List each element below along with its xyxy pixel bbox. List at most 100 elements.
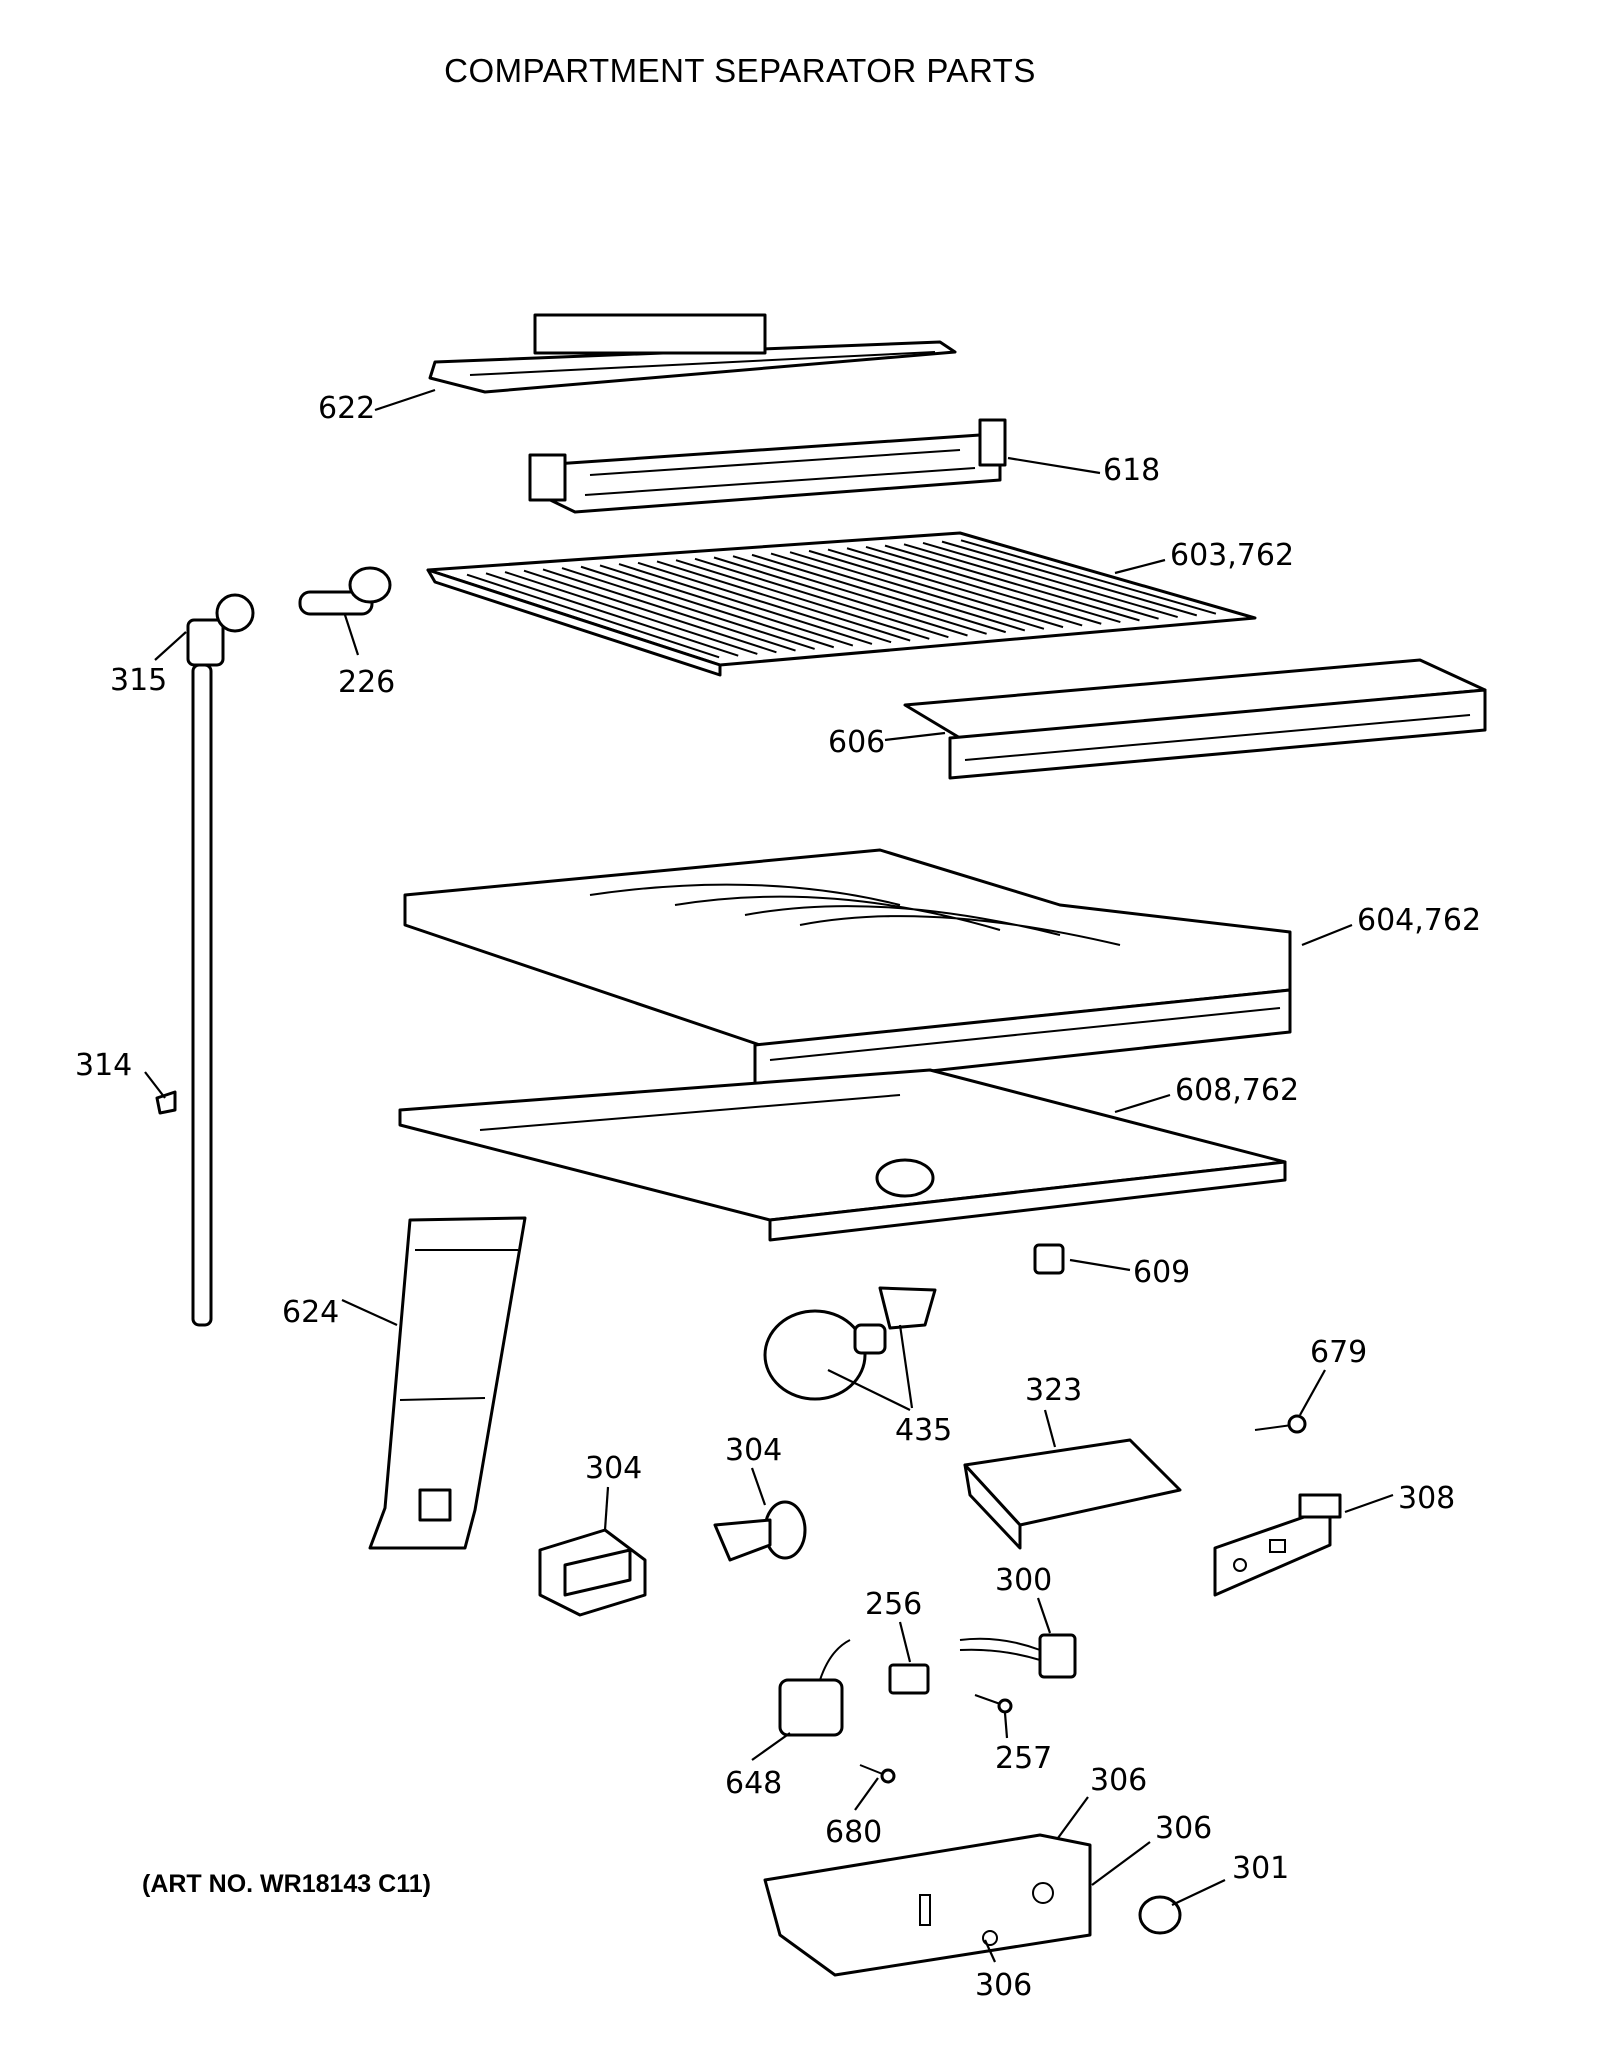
- leader-300: [1036, 1597, 1052, 1634]
- leader-609: [1069, 1258, 1131, 1272]
- shelf-rib: [960, 539, 1217, 615]
- label-604-762: 604,762: [1357, 903, 1481, 938]
- label-606: 606: [828, 725, 885, 760]
- label-304-control: 304: [725, 1433, 782, 1468]
- label-306-top: 306: [1090, 1763, 1147, 1798]
- leader-680: [854, 1777, 879, 1811]
- shelf-rib: [618, 563, 873, 645]
- label-308: 308: [1398, 1481, 1455, 1516]
- part-315-rod-drawing: [155, 593, 255, 1327]
- leader-306-right: [1091, 1841, 1151, 1886]
- shelf-rib: [542, 568, 796, 652]
- leader-679: [1299, 1369, 1326, 1416]
- part-608-drawing: [398, 1068, 1287, 1242]
- part-304-control-drawing: [713, 1500, 807, 1562]
- leader-648: [751, 1732, 791, 1761]
- leader-622: [374, 388, 436, 412]
- leader-lines: [144, 388, 1394, 1963]
- label-300: 300: [995, 1563, 1052, 1598]
- shelf-rib: [751, 553, 1007, 634]
- part-606-drawing: [903, 658, 1487, 780]
- leader-301: [1171, 1879, 1226, 1906]
- part-679-drawing: [1254, 1414, 1307, 1434]
- leader-603: [1114, 558, 1166, 575]
- part-labels: 622 618 603,762 315 226 606 604,762 314 …: [75, 391, 1481, 2003]
- shelf-rib: [846, 547, 1102, 625]
- label-608-762: 608,762: [1175, 1073, 1299, 1108]
- part-604-drawing: [403, 848, 1292, 1092]
- leader-304-control: [750, 1467, 767, 1506]
- label-618: 618: [1103, 453, 1160, 488]
- shelf-rib: [884, 544, 1140, 622]
- leader-306-bottom: [983, 1939, 997, 1963]
- leader-618: [1007, 456, 1101, 475]
- label-622: 622: [318, 391, 375, 426]
- shelf-rib: [922, 542, 1178, 618]
- leader-323: [1043, 1409, 1057, 1448]
- part-301-drawing: [1138, 1895, 1182, 1935]
- shelf-rib: [694, 557, 949, 639]
- label-226: 226: [338, 665, 395, 700]
- leader-608: [1114, 1093, 1171, 1114]
- shelf-rib: [466, 573, 720, 659]
- part-308-drawing: [1213, 1493, 1342, 1597]
- label-301: 301: [1232, 1851, 1289, 1886]
- shelf-rib: [808, 549, 1064, 629]
- part-323-drawing: [963, 1438, 1182, 1550]
- shelf-rib: [485, 572, 739, 657]
- part-609-drawing: [1033, 1243, 1065, 1275]
- label-257: 257: [995, 1741, 1052, 1776]
- part-306-housing-drawing: [763, 1833, 1092, 1977]
- shelf-rib: [656, 560, 911, 642]
- part-300-drawing: [959, 1633, 1077, 1679]
- part-256-drawing: [888, 1663, 930, 1695]
- label-315: 315: [110, 663, 167, 698]
- part-226-drawing: [298, 566, 392, 616]
- shelf-rib: [789, 551, 1045, 630]
- part-624-drawing: [368, 1216, 527, 1550]
- label-648: 648: [725, 1766, 782, 1801]
- part-680-drawing: [859, 1764, 896, 1784]
- shelf-rib: [903, 543, 1159, 620]
- part-435-drawing: [763, 1286, 937, 1401]
- label-680: 680: [825, 1815, 882, 1850]
- leader-257: [1003, 1712, 1009, 1739]
- part-603-drawing: [426, 531, 1257, 677]
- label-306-right: 306: [1155, 1811, 1212, 1846]
- art-number: (ART NO. WR18143 C11): [142, 1870, 431, 1898]
- shelf-rib: [865, 545, 1121, 624]
- shelf-rib: [827, 548, 1083, 627]
- leader-306-top: [1057, 1796, 1089, 1839]
- leader-624: [341, 1298, 398, 1327]
- leader-226: [343, 614, 360, 656]
- shelf-rib: [504, 571, 758, 655]
- shelf-rib: [713, 556, 968, 637]
- shelf-rib: [732, 555, 987, 635]
- leader-304-housing: [603, 1486, 610, 1531]
- part-622-drawing: [428, 313, 957, 394]
- diagram-title: COMPARTMENT SEPARATOR PARTS: [444, 52, 1036, 89]
- label-679: 679: [1310, 1335, 1367, 1370]
- leader-604: [1301, 923, 1353, 947]
- part-618-drawing: [528, 418, 1007, 514]
- leader-314: [144, 1071, 166, 1099]
- shelf-rib: [523, 569, 777, 654]
- shelf-rib: [580, 565, 835, 649]
- leader-435-a: [827, 1369, 911, 1411]
- label-435: 435: [895, 1413, 952, 1448]
- label-603-762: 603,762: [1170, 538, 1294, 573]
- label-304-housing: 304: [585, 1451, 642, 1486]
- part-257-drawing: [974, 1694, 1013, 1714]
- part-304-housing-drawing: [538, 1528, 647, 1617]
- shelf-rib: [599, 564, 854, 647]
- leader-606: [884, 731, 946, 742]
- label-306-bottom: 306: [975, 1968, 1032, 2003]
- leader-435-b: [898, 1324, 914, 1409]
- shelf-rib: [941, 540, 1198, 617]
- leader-256: [898, 1621, 912, 1663]
- label-256: 256: [865, 1587, 922, 1622]
- shelf-rib: [561, 567, 815, 650]
- leader-308: [1344, 1493, 1394, 1514]
- label-624: 624: [282, 1295, 339, 1330]
